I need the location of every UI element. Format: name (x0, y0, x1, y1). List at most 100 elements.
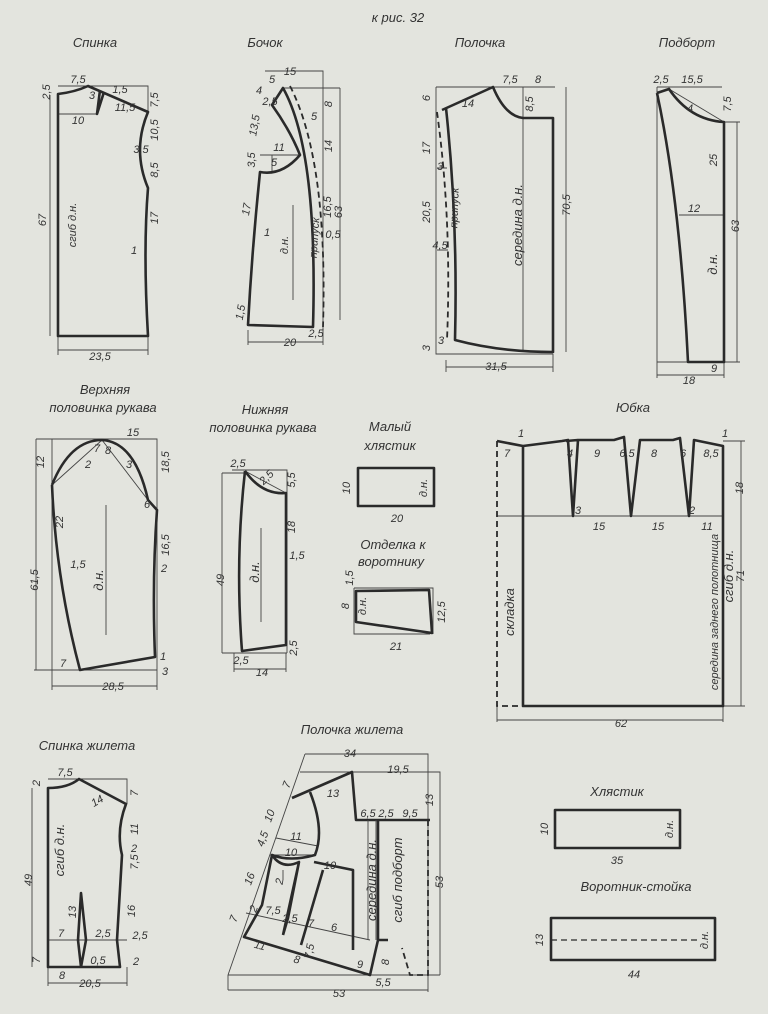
dim: 4,5 (432, 240, 448, 252)
dim: 15,5 (681, 74, 703, 86)
dim: 8 (59, 970, 66, 982)
dim: 2,5 (131, 930, 148, 942)
dim: 14 (462, 98, 474, 110)
piece-title: Отделка к (360, 537, 426, 552)
dim: 5 (269, 74, 276, 86)
dim: 7,5 (129, 853, 141, 869)
dim: 34 (344, 748, 356, 760)
dim: 2 (130, 843, 137, 855)
pleat-label: складка (502, 588, 517, 636)
dim: 7,5 (722, 95, 734, 111)
dim: 7 (94, 443, 101, 455)
dim: 13,5 (247, 113, 263, 137)
dim: 11 (290, 831, 301, 843)
dim: 3 (89, 90, 96, 102)
dim: 6 (331, 922, 338, 934)
dim: 2 (132, 956, 139, 968)
dim: 1 (131, 245, 137, 257)
dim: 16 (126, 904, 138, 917)
dim: 21 (389, 641, 402, 653)
piece-small-tab: Малый хлястик 10 20 д.н. (341, 419, 436, 525)
piece-belt: Хлястик 10 35 д.н. (539, 784, 682, 867)
dim: 20,5 (78, 978, 101, 990)
dim: 16,5 (160, 533, 172, 555)
piece-title: Полочка (455, 35, 505, 50)
dim: 1,5 (70, 559, 86, 571)
dim: 2,5 (94, 928, 111, 940)
dim: 5,5 (375, 977, 391, 989)
dim: 62 (615, 718, 627, 730)
dim: 31,5 (485, 361, 507, 373)
dim: 0,5 (90, 955, 106, 967)
dim: 1,5 (344, 569, 356, 585)
dim: 17 (421, 141, 433, 154)
allowance-label: припуск (448, 187, 461, 229)
dim: 7 (60, 658, 67, 670)
grain-label: д.н. (247, 561, 262, 583)
dim: 11,5 (115, 102, 136, 114)
grain-label: д.н. (664, 820, 676, 838)
dim: 15 (127, 427, 140, 439)
dim: 22 (54, 516, 66, 529)
dim: 2 (247, 904, 261, 915)
dim: 10 (285, 847, 298, 859)
center-label: середина заднего полотнища (709, 534, 721, 690)
grain-label: д.н. (279, 236, 291, 254)
piece-title: Полочка жилета (301, 722, 404, 737)
dim: 9,5 (402, 808, 418, 820)
dim: 11 (701, 521, 712, 533)
piece-collar-trim: Отделка к воротнику 1,5 8 12,5 21 д.н. (340, 537, 448, 653)
dim: 7 (31, 956, 43, 963)
dim: 8 (340, 602, 352, 609)
dim: 8,5 (703, 448, 719, 460)
grain-label: д.н. (705, 253, 720, 275)
dim: 1 (518, 428, 524, 440)
dim: 3,5 (133, 144, 149, 156)
piece-title: Верхняя (80, 382, 130, 397)
dim: 2 (84, 459, 91, 471)
grain-label: д.н. (699, 931, 711, 949)
piece-collar-stand: Воротник-стойка 13 44 д.н. (534, 879, 717, 981)
dim: 7,5 (502, 74, 518, 86)
piece-title: половинка рукава (49, 400, 156, 415)
allowance-label: припуск (308, 216, 323, 258)
dim: 2,5 (232, 655, 249, 667)
dim: 61,5 (29, 568, 41, 590)
dim: 4,5 (255, 829, 272, 848)
piece-title: Малый (369, 419, 411, 434)
dim: 13 (327, 788, 340, 800)
dim: 25 (708, 153, 720, 167)
dim: 70,5 (561, 193, 573, 215)
figure-caption: к рис. 32 (372, 10, 425, 25)
dim: 7 (227, 913, 241, 924)
dim: 11 (253, 939, 267, 954)
fold-label: сгиб д.н. (52, 824, 67, 877)
dim: 71 (735, 570, 747, 582)
dim: 8 (535, 74, 542, 86)
piece-title: Бочок (247, 35, 283, 50)
dim: 11 (129, 823, 141, 834)
dim: 9 (594, 448, 600, 460)
dim: 10 (341, 481, 353, 494)
dim: 67 (37, 213, 49, 226)
dim: 13 (67, 905, 79, 918)
dim: 8 (651, 448, 658, 460)
dim: 12,5 (436, 600, 448, 622)
dim: 7 (308, 918, 315, 930)
dim: 18 (734, 481, 746, 494)
dim: 7,5 (303, 942, 318, 960)
piece-vest-back: Спинка жилета 2 7,5 14 7 11 2 7,5 16 2,5… (23, 738, 149, 990)
dim: 1 (160, 651, 166, 663)
dim: 23,5 (88, 351, 111, 363)
piece-title: Воротник-стойка (580, 879, 691, 894)
piece-title: Спинка (73, 35, 117, 50)
dim: 49 (215, 574, 227, 586)
dim: 9 (357, 959, 363, 971)
dim: 1,5 (112, 84, 128, 96)
dim: 17 (149, 211, 161, 224)
dim: 1,5 (234, 303, 249, 321)
dim: 10,5 (149, 118, 161, 140)
dim: 15 (652, 521, 665, 533)
piece-skirt: Юбка 1 7 4 9 6,5 8 6 8,5 1 3 2 15 15 11 … (496, 400, 747, 730)
dim: 3,5 (246, 151, 258, 167)
